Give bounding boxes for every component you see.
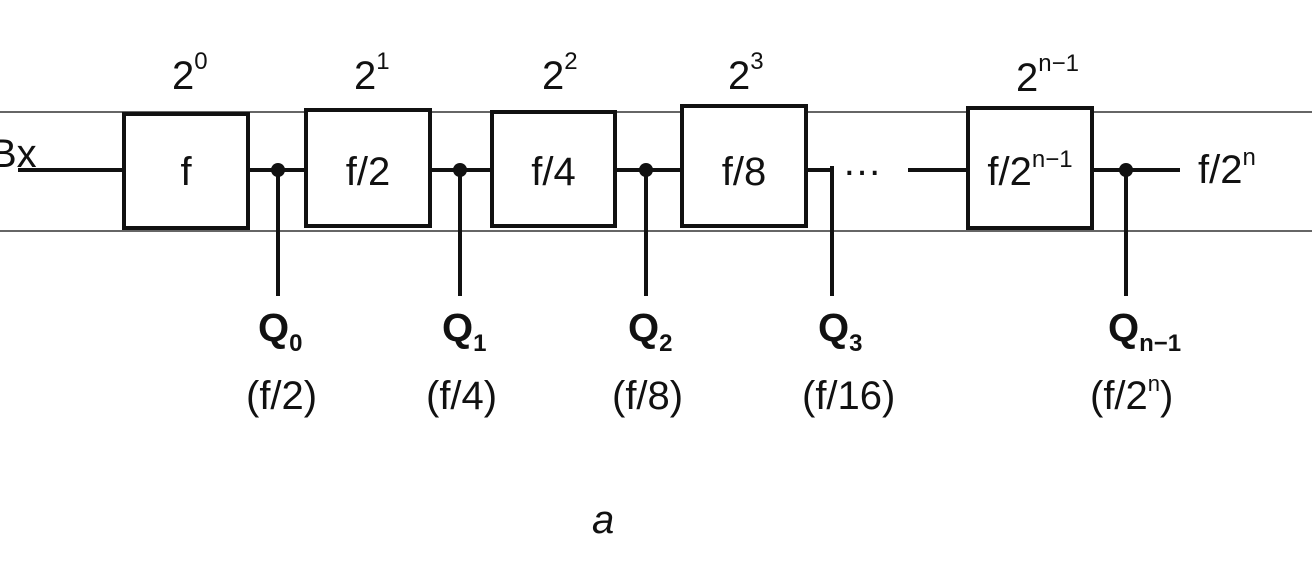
freq-label-2: (f/8): [612, 374, 684, 418]
ellipsis: …: [842, 140, 882, 184]
block-label-3: f/8: [721, 150, 767, 194]
freq-label-last: (f/2n): [1090, 371, 1174, 418]
block-label-last: f/2n−1: [987, 146, 1073, 194]
q-label-last: Qn−1: [1108, 306, 1182, 357]
freq-label-0: (f/2): [246, 374, 318, 418]
block-label-0: f: [180, 150, 192, 194]
divider-block-last: [966, 106, 1094, 230]
freq-label-1: (f/4): [426, 374, 498, 418]
stage-weight-2: 22: [542, 48, 578, 98]
divider-block-3: [680, 104, 808, 228]
divider-block-1: [304, 108, 432, 228]
junction-dot-1: [453, 163, 467, 177]
q-label-3: Q3: [818, 306, 863, 357]
block-label-1: f/2: [345, 150, 391, 194]
q-label-0: Q0: [258, 306, 303, 357]
freq-label-3: (f/16): [802, 374, 896, 418]
junction-dot-0: [271, 163, 285, 177]
stage-weight-last: 2n−1: [1016, 50, 1079, 100]
stage-weight-3: 23: [728, 48, 764, 98]
divider-block-2: [490, 110, 617, 228]
junction-dot-2: [639, 163, 653, 177]
junction-dot-last: [1119, 163, 1133, 177]
stage-weight-0: 20: [172, 48, 208, 98]
figure-caption: a: [592, 498, 615, 542]
input-label: Bx: [0, 132, 37, 176]
q-label-2: Q2: [628, 306, 673, 357]
stage-weight-1: 21: [354, 48, 390, 98]
block-label-2: f/4: [531, 150, 576, 194]
divider-block-0: [122, 112, 250, 230]
q-label-1: Q1: [442, 306, 487, 357]
